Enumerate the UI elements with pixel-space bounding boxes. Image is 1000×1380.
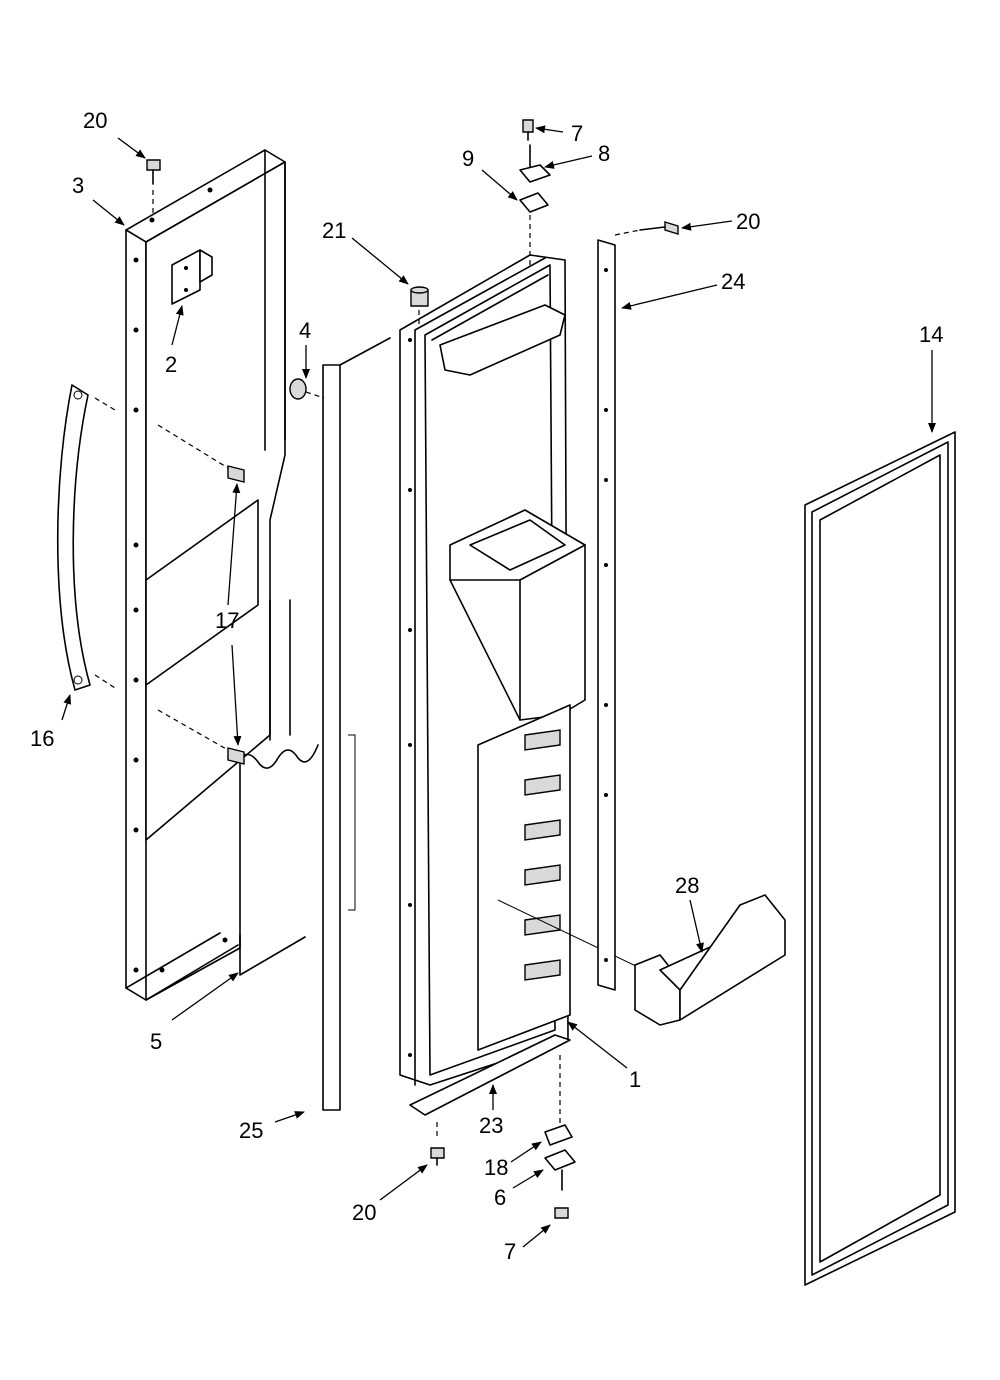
callout-16: 16 (30, 726, 54, 751)
callout-23: 23 (479, 1113, 503, 1138)
callout-28: 28 (675, 873, 699, 898)
lower-hinge-assembly (544, 1055, 576, 1219)
screw-20-right (614, 221, 679, 236)
door-trim-strip (322, 337, 391, 1111)
leader-lines (61, 125, 936, 1248)
callout-3: 3 (72, 173, 84, 198)
callout-20-bottom: 20 (352, 1200, 376, 1225)
screw-17-lower (157, 709, 245, 765)
hinge-bracket (171, 249, 213, 305)
callout-1: 1 (629, 1067, 641, 1092)
screw-20-bottom (430, 1122, 445, 1166)
callout-7-top: 7 (571, 121, 583, 146)
callout-6: 6 (494, 1185, 506, 1210)
screw-17-upper (157, 424, 245, 483)
door-outer-panel (125, 149, 291, 1001)
callout-20-top-left: 20 (83, 108, 107, 133)
callout-8: 8 (598, 141, 610, 166)
door-handle (56, 384, 116, 691)
door-gasket (804, 431, 956, 1286)
callout-20-right: 20 (736, 209, 760, 234)
callout-25: 25 (239, 1118, 263, 1143)
lower-liner-panel (145, 499, 319, 976)
callout-4: 4 (299, 318, 311, 343)
callout-21: 21 (322, 218, 346, 243)
upper-hinge-assembly (519, 119, 551, 265)
side-trim-strip (597, 239, 616, 991)
hinge-cap (410, 286, 429, 325)
bottom-plate (409, 1034, 571, 1116)
callout-17: 17 (215, 608, 239, 633)
door-bumper (289, 378, 325, 400)
callout-18: 18 (484, 1155, 508, 1180)
door-bin (634, 894, 786, 1026)
callout-24: 24 (721, 269, 745, 294)
callout-5: 5 (150, 1029, 162, 1054)
screw-20-top-left (146, 159, 161, 215)
callout-9: 9 (462, 146, 474, 171)
callout-2: 2 (165, 352, 177, 377)
callout-labels: 20 3 2 16 17 5 25 4 21 9 7 8 20 24 14 28… (30, 108, 943, 1264)
callout-7-bottom: 7 (504, 1239, 516, 1264)
callout-14: 14 (919, 322, 943, 347)
